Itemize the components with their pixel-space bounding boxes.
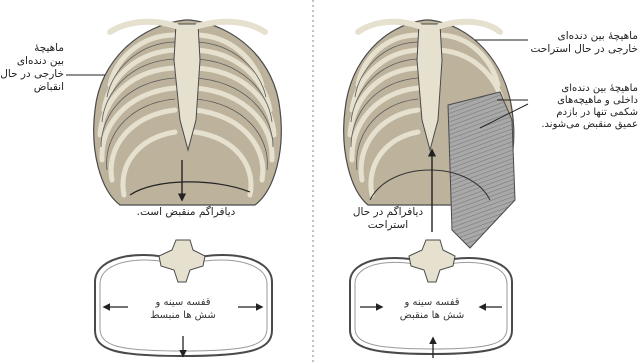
right-internal-label-line: داخلی و ماهیچه‌های (530, 95, 638, 107)
right-cs-label-line: قفسه سینه و (400, 296, 465, 309)
right-internal-label-line: ماهیچهٔ بین دنده‌ای (530, 83, 638, 95)
left-cs-label-line: شش ها منبسط (150, 309, 216, 322)
right-cross-section-label: قفسه سینه و شش ها منقبض (400, 296, 465, 322)
left-diaphragm-label: دیافراگم منقبض است. (137, 206, 236, 219)
left-muscle-label: ماهیچهٔ بین دنده‌ای خارجی در حال انقباض (2, 42, 64, 94)
left-cs-label-line: قفسه سینه و (150, 296, 216, 309)
left-muscle-label-line: انقباض (2, 81, 64, 94)
left-muscle-label-line: ماهیچهٔ (2, 42, 64, 55)
right-cs-label-line: شش ها منقبض (400, 309, 465, 322)
left-muscle-label-line: خارجی در حال (2, 68, 64, 81)
right-internal-label-line: شکمی تنها در بازدم (530, 107, 638, 119)
right-diaphragm-label-line: دیافراگم در حال (353, 206, 423, 219)
left-diaphragm-label-text: دیافراگم منقبض است. (137, 206, 236, 219)
right-external-label: ماهیچهٔ بین دنده‌ای خارجی در حال استراحت (530, 30, 638, 56)
right-diaphragm-label-line: استراحت (353, 219, 423, 232)
right-external-label-line: ماهیچهٔ بین دنده‌ای (530, 30, 638, 43)
right-internal-label: ماهیچهٔ بین دنده‌ای داخلی و ماهیچه‌های ش… (530, 83, 638, 131)
right-external-label-line: خارجی در حال استراحت (530, 43, 638, 56)
left-cross-section-label: قفسه سینه و شش ها منبسط (150, 296, 216, 322)
left-muscle-label-line: بین دنده‌ای (2, 55, 64, 68)
right-diaphragm-label: دیافراگم در حال استراحت (353, 206, 423, 232)
left-ribcage (94, 20, 282, 205)
right-internal-label-line: عمیق منقبض می‌شوند. (530, 119, 638, 131)
